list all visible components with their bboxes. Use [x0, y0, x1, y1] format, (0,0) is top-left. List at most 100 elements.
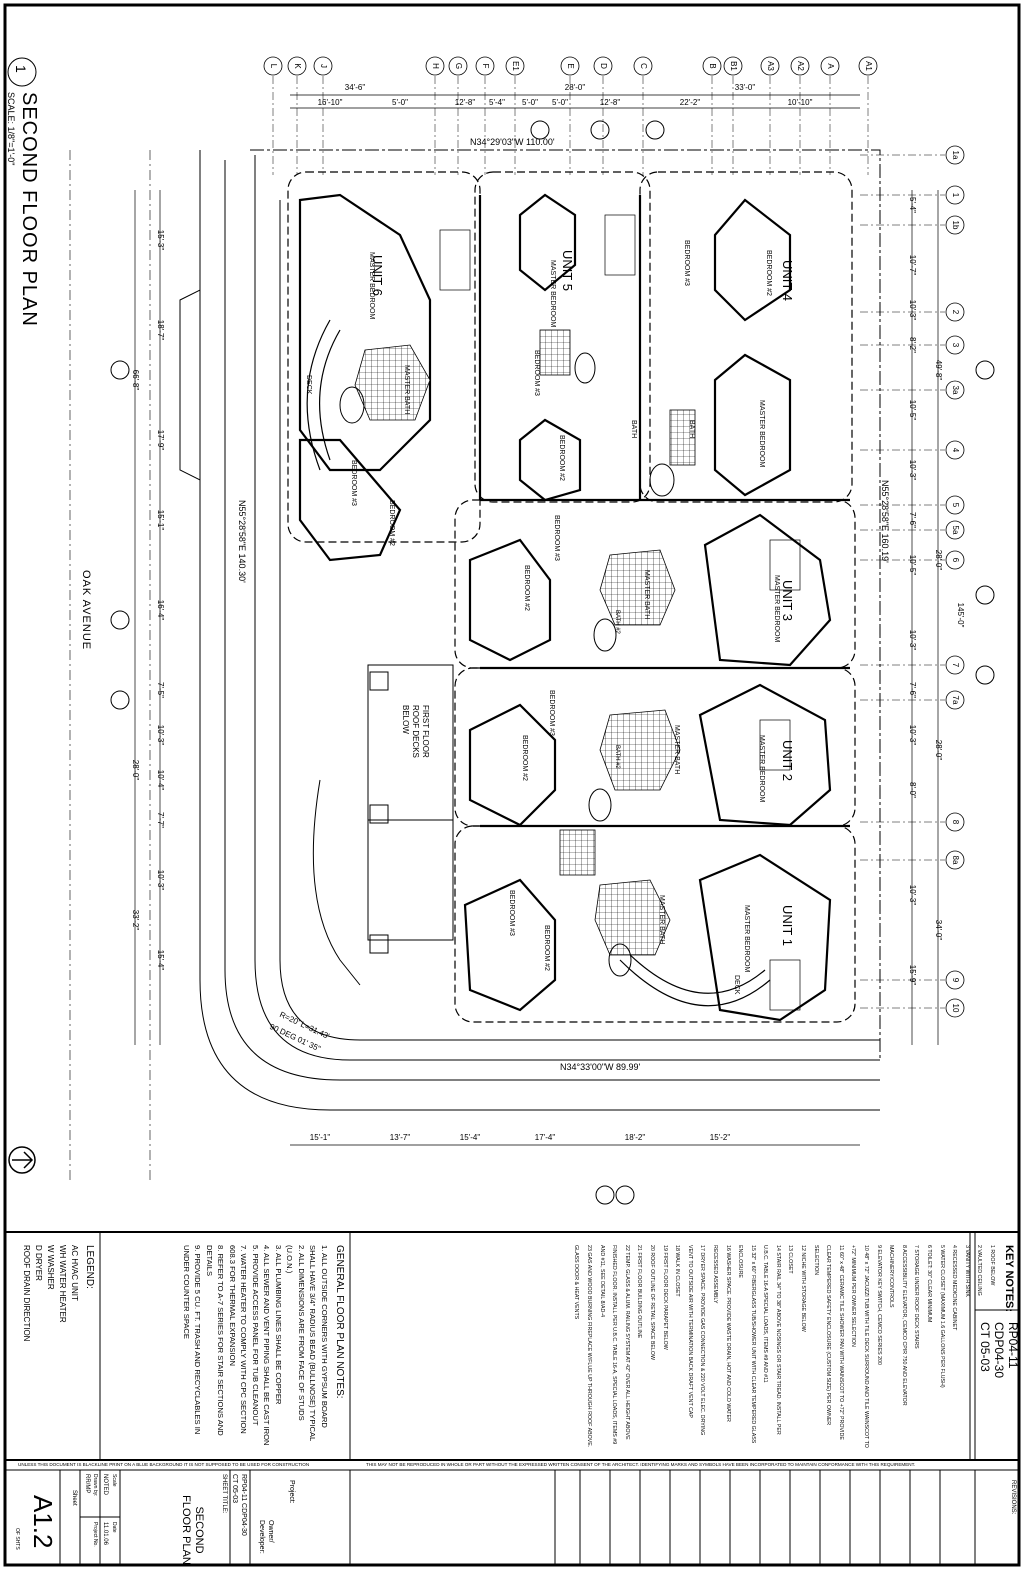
note-item: 13 CLOSET	[787, 1245, 794, 1274]
stairs	[439, 214, 801, 1011]
note-item: AC HVAC UNIT	[70, 1245, 79, 1301]
drawn-value: RR/MP	[84, 1474, 90, 1494]
detail-number-bubble	[7, 57, 37, 87]
grid-bubble	[945, 850, 965, 870]
dimensions-right: 5'-4"10'-7"10'-3"8'-2"10'-5"10'-3"7'-6"1…	[908, 197, 965, 985]
grid-bubble-label: 6	[951, 558, 960, 563]
dimension-text: 7'-5"	[156, 682, 165, 698]
key-notes-title: KEY NOTES:	[1003, 1245, 1015, 1313]
grid-bubble-label: 2	[951, 310, 960, 315]
grid-bubble-label: D	[599, 63, 608, 69]
drawing-title: SECOND FLOOR PLAN	[18, 92, 40, 327]
dimension-text: 5'-4"	[489, 98, 505, 107]
unit-1-label: UNIT 1	[780, 905, 795, 946]
dimension-text: 15'-9"	[908, 965, 917, 986]
dimension-text: 16'-4"	[156, 600, 165, 621]
note-item: 19 FIRST FLOOR DECK PARAPET BELOW	[661, 1245, 668, 1350]
dimension-text: 15'-1"	[310, 1133, 331, 1142]
bath-tubs	[339, 352, 675, 977]
north-arrow-icon	[8, 1146, 36, 1174]
note-item: 8 ACCESSIBILITY ELEVATOR, CEMCO CPIR 750…	[888, 1245, 907, 1406]
dimension-text: 10'-5"	[908, 400, 917, 421]
room-label: BATH	[688, 420, 695, 439]
note-item: 10 48" x 72" JACUZZI TUB WITH TILE DECK …	[850, 1245, 870, 1448]
grid-lines-vertical	[272, 76, 869, 175]
note-item: 16 WASHER SPACE. PROVIDE WASTE DRAIN, HO…	[711, 1245, 731, 1422]
dimensions-left: 15'-3"18'-7"17'-9"15'-1"16'-4"7'-5"10'-3…	[131, 230, 165, 971]
grid-bubble	[263, 56, 283, 76]
dimension-text: 18'-2"	[625, 1133, 646, 1142]
note-item: 9. PROVIDE 5 CU. FT. TRASH AND RECYCLABL…	[182, 1245, 203, 1435]
scale-label: Scale	[111, 1474, 117, 1487]
note-item: 14 STAIR RAIL 34" TO 38" ABOVE NOSINGS O…	[762, 1245, 781, 1435]
disclaimer-right: THIS MAY NOT BE REPRODUCED IN WHOLE OR P…	[366, 1462, 916, 1467]
building-walls	[298, 193, 850, 1022]
dimension-text: 7'-6"	[908, 512, 917, 528]
note-item: 7. WATER HEATER TO COMPLY WITH CPC SECTI…	[228, 1245, 249, 1434]
grid-bubble	[313, 56, 333, 76]
grid-bubble-label: A1	[864, 61, 873, 71]
roof-decks-below	[179, 289, 454, 954]
dimension-text: 10'-3"	[156, 725, 165, 746]
sheet-title-label: SHEET TITLE:	[221, 1474, 227, 1514]
room-label: MASTER BEDROOM	[758, 400, 765, 468]
site-curbs	[199, 150, 880, 1111]
scale-value: NOTED	[102, 1474, 108, 1495]
dimension-text: 15'-4"	[460, 1133, 481, 1142]
note-item: 4 RECESSED MEDICINE CABINET	[951, 1245, 958, 1331]
unit-5-outline	[474, 171, 651, 503]
date-label: Date	[111, 1522, 117, 1533]
grid-bubble	[287, 56, 307, 76]
note-item: 1. ALL OUTSIDE CORNERS WITH GYPSUM BOARD…	[308, 1245, 330, 1442]
grid-bubble	[858, 56, 878, 76]
grid-bubble	[945, 215, 965, 235]
dimension-text: 33'-0"	[735, 83, 756, 92]
grid-bubble	[945, 970, 965, 990]
room-label: BEDROOM #2	[543, 925, 550, 971]
note-item: 15 32" x 60" FIBERGLASS TUB/SHOWER UNIT …	[737, 1245, 756, 1444]
grid-bubble-label: B	[708, 63, 717, 68]
dimension-text: 49'-8"	[934, 360, 943, 381]
note-item: 8. REFER TO A-7 SERIES FOR STAIR SECTION…	[205, 1245, 226, 1436]
grid-bubble-label: 8a	[951, 856, 960, 865]
room-label: DECK	[733, 975, 740, 995]
dimension-text: 66'-8"	[131, 370, 140, 391]
dimensions-top: 34'-6"28'-0"33'-0"16'-10"5'-0"12'-8"5'-4…	[318, 83, 813, 107]
grid-bubble	[945, 185, 965, 205]
dimension-text: 12'-8"	[600, 98, 621, 107]
roof-decks-label: FIRST FLOOR ROOF DECKS BELOW	[401, 705, 430, 758]
dimension-text: 15'-2"	[710, 1133, 731, 1142]
dimension-text: 5'-0"	[552, 98, 568, 107]
room-label: MASTER BEDROOM	[549, 260, 556, 328]
grid-bubble	[945, 495, 965, 515]
grid-bubble-label: K	[293, 63, 302, 69]
room-label: BEDROOM #3	[533, 350, 540, 396]
grid-bubble	[760, 56, 780, 76]
permit-number: CT 05-03	[978, 1322, 992, 1372]
dimension-text: 16'-10"	[318, 98, 343, 107]
dimension-text: 15'-1"	[156, 510, 165, 531]
note-item: 3 VANITY WITH SINK	[963, 1245, 970, 1297]
grid-bubble-label: J	[319, 64, 328, 68]
note-item: 3. ALL PLUMBING LINES SHALL BE COPPER	[274, 1245, 283, 1405]
room-label: BEDROOM #2	[523, 565, 530, 611]
dimension-text: 34'-6"	[345, 83, 366, 92]
project-label: Project:	[288, 1480, 295, 1504]
grid-bubble-label: 5a	[951, 526, 960, 535]
grid-bubble-label: 3a	[951, 386, 960, 395]
grid-bubble-label: C	[639, 63, 648, 69]
dimension-text: 10'-3"	[908, 885, 917, 906]
grid-bubble	[425, 56, 445, 76]
dimension-text: 28'-0"	[934, 550, 943, 571]
note-item: 7 STORAGE UNDER ROOF DECK STAIRS	[913, 1245, 920, 1349]
dimension-text: 33'-2"	[131, 910, 140, 931]
grid-bubble-label: F	[481, 64, 490, 69]
street-centerline	[69, 150, 151, 1180]
note-item: 18 WALK IN CLOSET	[674, 1245, 681, 1297]
grid-bubble	[945, 380, 965, 400]
dimension-text: 10'-3"	[908, 460, 917, 481]
dimension-lines	[134, 94, 939, 1146]
grid-bubble	[475, 56, 495, 76]
